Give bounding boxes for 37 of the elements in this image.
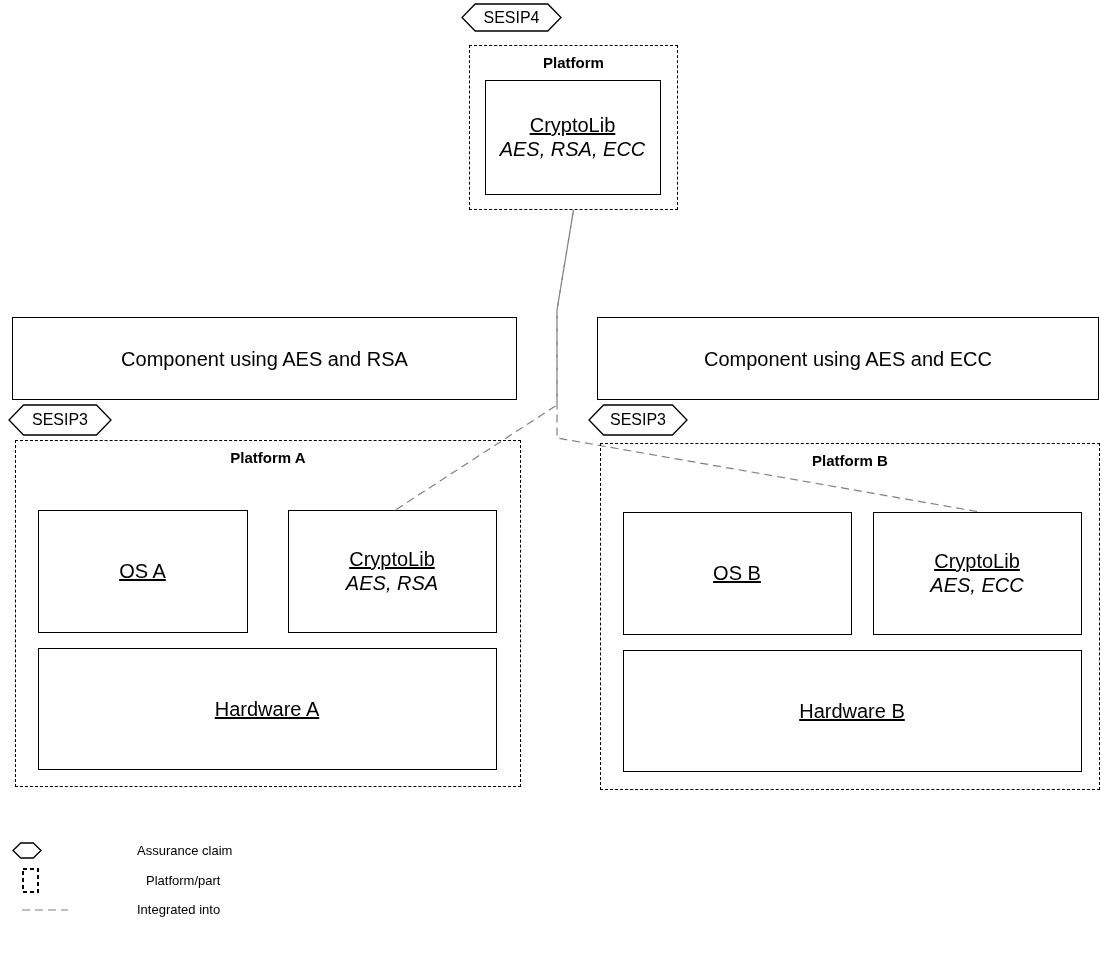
- platform-boundary: [469, 45, 678, 210]
- algorithm-list: AES, RSA, ECC: [499, 137, 646, 161]
- component-name: OS A: [119, 559, 166, 583]
- component-name: CryptoLib: [934, 549, 1020, 573]
- component-box: [37, 647, 497, 770]
- component-box: [622, 511, 852, 635]
- component-name: CryptoLib: [529, 113, 616, 137]
- legend-label: Platform/part: [146, 872, 221, 888]
- component-box: [622, 649, 1082, 772]
- component-name: Component using AES and RSA: [121, 346, 408, 371]
- component-box: [12, 317, 517, 400]
- claim-level-label: SESIP3: [32, 411, 88, 429]
- claim-level-label: SESIP3: [610, 411, 666, 429]
- legend-label: Integrated into: [137, 902, 221, 917]
- claim-level-label: SESIP4: [483, 8, 540, 27]
- algorithm-list: AES, ECC: [930, 573, 1024, 597]
- platform-title: Platform: [543, 54, 604, 71]
- platform-boundary: [600, 443, 1100, 790]
- algorithm-list: AES, RSA: [345, 571, 439, 595]
- platform-title: Platform B: [812, 452, 888, 469]
- component-box: [484, 79, 661, 195]
- component-name: Hardware B: [799, 698, 905, 723]
- component-name: Component using AES and ECC: [704, 346, 992, 371]
- assurance-claim-hexagon: [588, 404, 688, 436]
- component-name: OS B: [713, 561, 761, 585]
- assurance-claim-hexagon: [461, 3, 562, 32]
- platform-boundary: [15, 440, 521, 787]
- component-box: [872, 511, 1082, 635]
- integration-line: [556, 209, 978, 513]
- component-name: CryptoLib: [349, 547, 435, 571]
- platform-title: Platform A: [230, 449, 306, 466]
- component-box: [287, 509, 497, 633]
- component-box: [37, 509, 248, 633]
- component-name: Hardware A: [214, 696, 320, 721]
- component-box: [597, 317, 1099, 400]
- assurance-claim-hexagon: [8, 404, 112, 436]
- legend-label: Assurance claim: [137, 842, 233, 858]
